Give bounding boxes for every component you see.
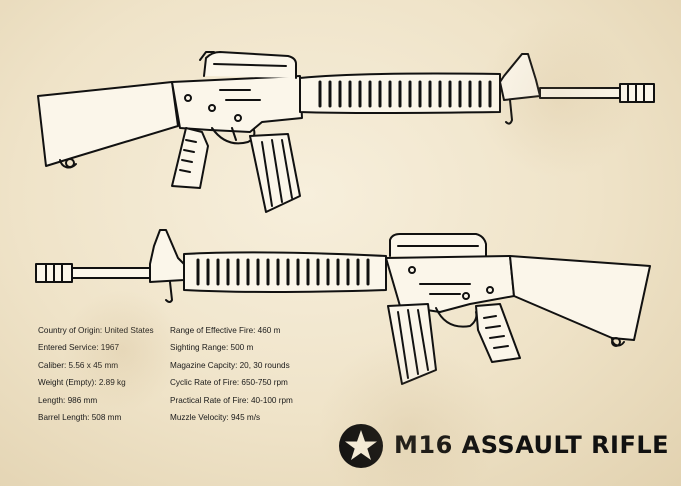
spec-column-right: Range of Effective Fire: 460 m Sighting …	[170, 322, 293, 426]
spec-country: Country of Origin: United States	[38, 326, 154, 335]
spec-sheet: Country of Origin: United States Entered…	[38, 322, 338, 432]
poster-title: M16 ASSAULT RIFLE	[338, 420, 669, 470]
spec-barrel-length: Barrel Length: 508 mm	[38, 413, 122, 423]
spec-sighting-range: Sighting Range: 500 m	[170, 343, 254, 353]
spec-magazine-capacity: Magazine Capcity: 20, 30 rounds	[170, 360, 290, 370]
spec-length: Length: 986 mm	[38, 395, 98, 405]
spec-weight: Weight (Empty): 2.89 kg	[38, 378, 126, 388]
spec-cyclic-rate: Cyclic Rate of Fire: 650-750 rpm	[170, 378, 288, 388]
star-in-circle-icon	[339, 424, 383, 468]
spec-effective-range: Range of Effective Fire: 460 m	[170, 326, 281, 335]
spec-entered-service: Entered Service: 1967	[38, 343, 120, 353]
spec-muzzle-velocity: Muzzle Velocity: 945 m/s	[170, 413, 261, 423]
spec-practical-rate: Practical Rate of Fire: 40-100 rpm	[170, 395, 293, 405]
spec-column-left: Country of Origin: United States Entered…	[38, 322, 154, 426]
title-text: M16 ASSAULT RIFLE	[394, 431, 670, 459]
spec-caliber: Caliber: 5.56 x 45 mm	[38, 360, 119, 370]
